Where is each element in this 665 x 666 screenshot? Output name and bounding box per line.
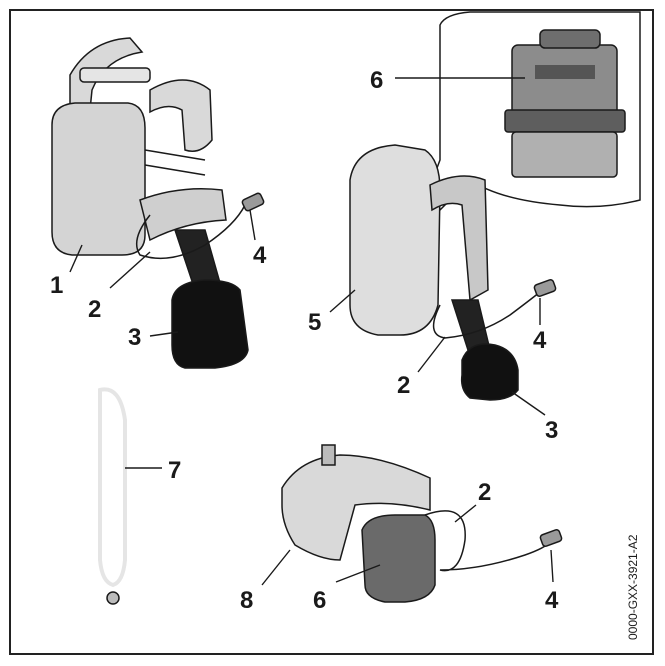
hip-pad-right: [460, 343, 519, 401]
cable-plug-belt: [539, 529, 563, 547]
callout-6: 6: [313, 587, 326, 614]
document-id: 0000-GXX-3921-A2: [626, 534, 640, 640]
battery-vents: [535, 65, 595, 79]
battery-pouch: [361, 514, 436, 603]
battery-strap: [504, 109, 626, 133]
hip-belt-left: [139, 188, 227, 242]
leader-1: [69, 244, 83, 273]
leader-5: [329, 289, 356, 313]
callout-5: 5: [308, 309, 321, 336]
callout-2: 2: [397, 372, 410, 399]
backpack-plate: [349, 144, 441, 336]
cable-plug: [241, 192, 265, 212]
connection-cable-right: [432, 291, 541, 339]
crotch-strap-right: [450, 299, 491, 351]
belt-buckle: [321, 444, 336, 466]
backpack-assembly-left: [51, 37, 265, 369]
connection-cable: [135, 204, 246, 260]
hip-belt-assembly: [281, 444, 563, 603]
callout-4: 4: [545, 587, 559, 614]
callout-4: 4: [533, 327, 547, 354]
leader-3a: [149, 331, 179, 337]
leader-lines: [69, 77, 554, 586]
leader-2b: [417, 336, 446, 373]
shoulder-strap-right: [149, 79, 213, 152]
callout-3: 3: [545, 417, 558, 444]
battery-cover: [51, 102, 146, 256]
hip-pad: [171, 279, 249, 369]
backpack-assembly-right: [349, 11, 641, 401]
leader-4a: [249, 209, 256, 241]
callout-3: 3: [128, 324, 141, 351]
leader-6b: [335, 564, 381, 583]
callout-6: 6: [370, 67, 383, 94]
leader-8: [261, 549, 291, 586]
callout-7: 7: [168, 457, 181, 484]
strap-loop: [99, 388, 126, 586]
callout-4: 4: [253, 242, 267, 269]
callout-8: 8: [240, 587, 253, 614]
battery-handle: [539, 29, 601, 49]
strap-loop-inner: [98, 387, 127, 588]
shoulder-strap-loop: [98, 387, 127, 605]
connection-cable-belt: [424, 510, 551, 572]
callout-1: 1: [50, 272, 63, 299]
cable-plug-right: [533, 279, 557, 297]
chest-strap-lower: [144, 164, 206, 176]
battery-base: [511, 131, 618, 178]
leader-2c: [454, 504, 477, 523]
leader-2a: [109, 251, 151, 289]
harness-top-bar: [79, 67, 151, 83]
leader-3b: [511, 391, 546, 416]
leader-4c: [550, 549, 554, 583]
chest-strap: [144, 149, 206, 161]
callout-2: 2: [88, 296, 101, 323]
callout-labels: 1 2 3 4 5 2 4 3 6 7 2 8 6 4: [50, 67, 559, 614]
strap-snap-hook: [106, 591, 120, 605]
callout-2: 2: [478, 479, 491, 506]
